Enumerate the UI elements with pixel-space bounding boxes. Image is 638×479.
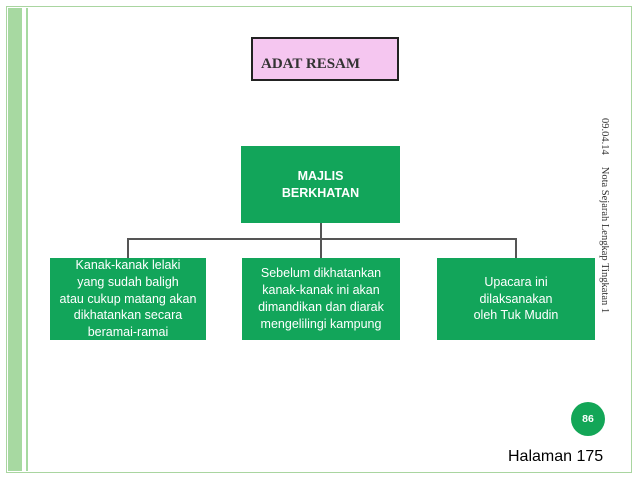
connector-child-2 xyxy=(320,238,322,258)
child-node-3-label: Upacara ini dilaksanakan oleh Tuk Mudin xyxy=(473,274,559,323)
connector-root-stem xyxy=(320,223,322,239)
left-rail-line xyxy=(26,8,28,471)
side-text: 09.04.14Nota Sejarah Lengkap Tingkatan 1 xyxy=(596,118,610,338)
diagram-title: ADAT RESAM xyxy=(251,37,399,81)
connector-child-3 xyxy=(515,238,517,258)
child-node-1-label: Kanak-kanak lelaki yang sudah baligh ata… xyxy=(59,257,197,340)
side-date: 09.04.14 xyxy=(599,118,610,155)
connector-horizontal xyxy=(127,238,517,240)
page-reference: Halaman 175 xyxy=(508,448,604,465)
child-node-2: Sebelum dikhatankan kanak-kanak ini akan… xyxy=(242,258,400,340)
child-node-2-label: Sebelum dikhatankan kanak-kanak ini akan… xyxy=(258,266,384,331)
side-caption: Nota Sejarah Lengkap Tingkatan 1 xyxy=(599,166,610,314)
connector-child-1 xyxy=(127,238,129,258)
slide-frame xyxy=(6,6,632,473)
root-node-label: MAJLIS BERKHATAN xyxy=(281,168,360,200)
slide-number-badge: 86 xyxy=(571,402,605,436)
child-node-1: Kanak-kanak lelaki yang sudah baligh ata… xyxy=(50,258,206,340)
root-node: MAJLIS BERKHATAN xyxy=(241,146,400,223)
left-rail xyxy=(8,8,22,471)
child-node-3: Upacara ini dilaksanakan oleh Tuk Mudin xyxy=(437,258,595,340)
